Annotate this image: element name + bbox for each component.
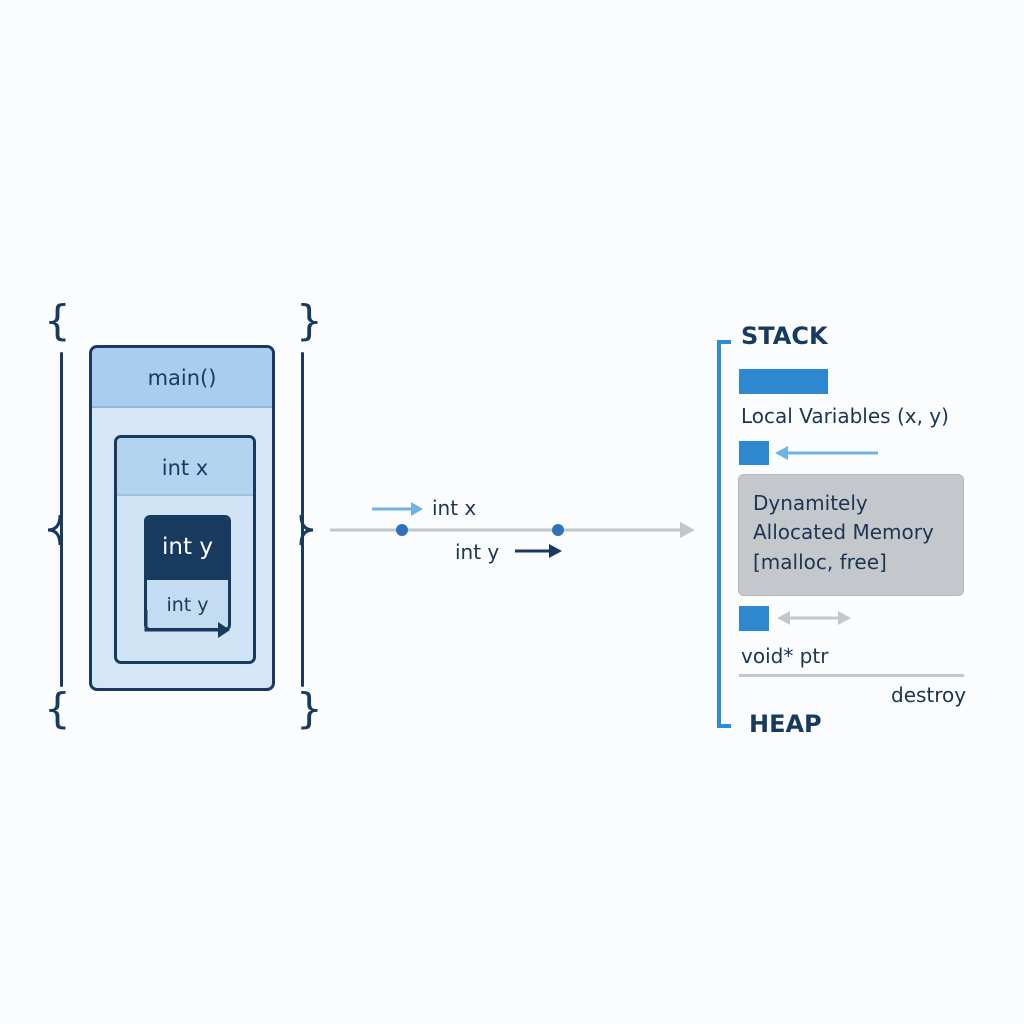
panel-rule-top-tick (717, 340, 731, 344)
brace-top-left: { (44, 296, 71, 345)
panel-rule (717, 340, 721, 728)
stack-title: STACK (741, 322, 828, 350)
heap-ref-arrow-icon (775, 446, 878, 460)
scope-main-header: main() (92, 348, 272, 408)
destroy-label: destroy (891, 683, 967, 707)
scope-int-y-header: int y (147, 518, 228, 580)
stack-block-locals (739, 369, 828, 394)
inner-return-arrow-icon (144, 610, 230, 638)
pointer-double-arrow-icon (777, 611, 851, 625)
scope-int-y-body-label: int y (166, 594, 209, 616)
heap-allocation-box (738, 474, 964, 596)
scope-rule-notches (47, 514, 314, 546)
brace-bottom-right: } (296, 684, 323, 733)
heap-text-line-2: Allocated Memory (753, 520, 934, 544)
scope-rule-left (60, 352, 63, 687)
heap-title: HEAP (749, 710, 822, 738)
scope-int-y: int y int y (144, 515, 231, 631)
flow-connector (330, 502, 695, 558)
scope-int-x-label: int x (161, 456, 209, 480)
scope-int-x-header: int x (117, 438, 253, 496)
destroy-divider (739, 674, 964, 677)
flow-label-int-y: int y (455, 540, 500, 564)
heap-text-line-1: Dynamitely (753, 491, 868, 515)
local-variables-label: Local Variables (x, y) (741, 404, 949, 428)
pointer-label: void* ptr (741, 644, 829, 668)
heap-text-line-3: [malloc, free] (753, 550, 887, 574)
flow-label-int-x: int x (432, 496, 477, 520)
brace-top-right: } (296, 296, 323, 345)
stack-block-pointer (739, 606, 769, 631)
scope-int-y-head-label: int y (162, 534, 213, 560)
panel-rule-bottom-tick (717, 724, 731, 728)
stack-block-ref (739, 441, 769, 465)
scope-main-label: main() (147, 366, 217, 390)
brace-bottom-left: { (44, 684, 71, 733)
